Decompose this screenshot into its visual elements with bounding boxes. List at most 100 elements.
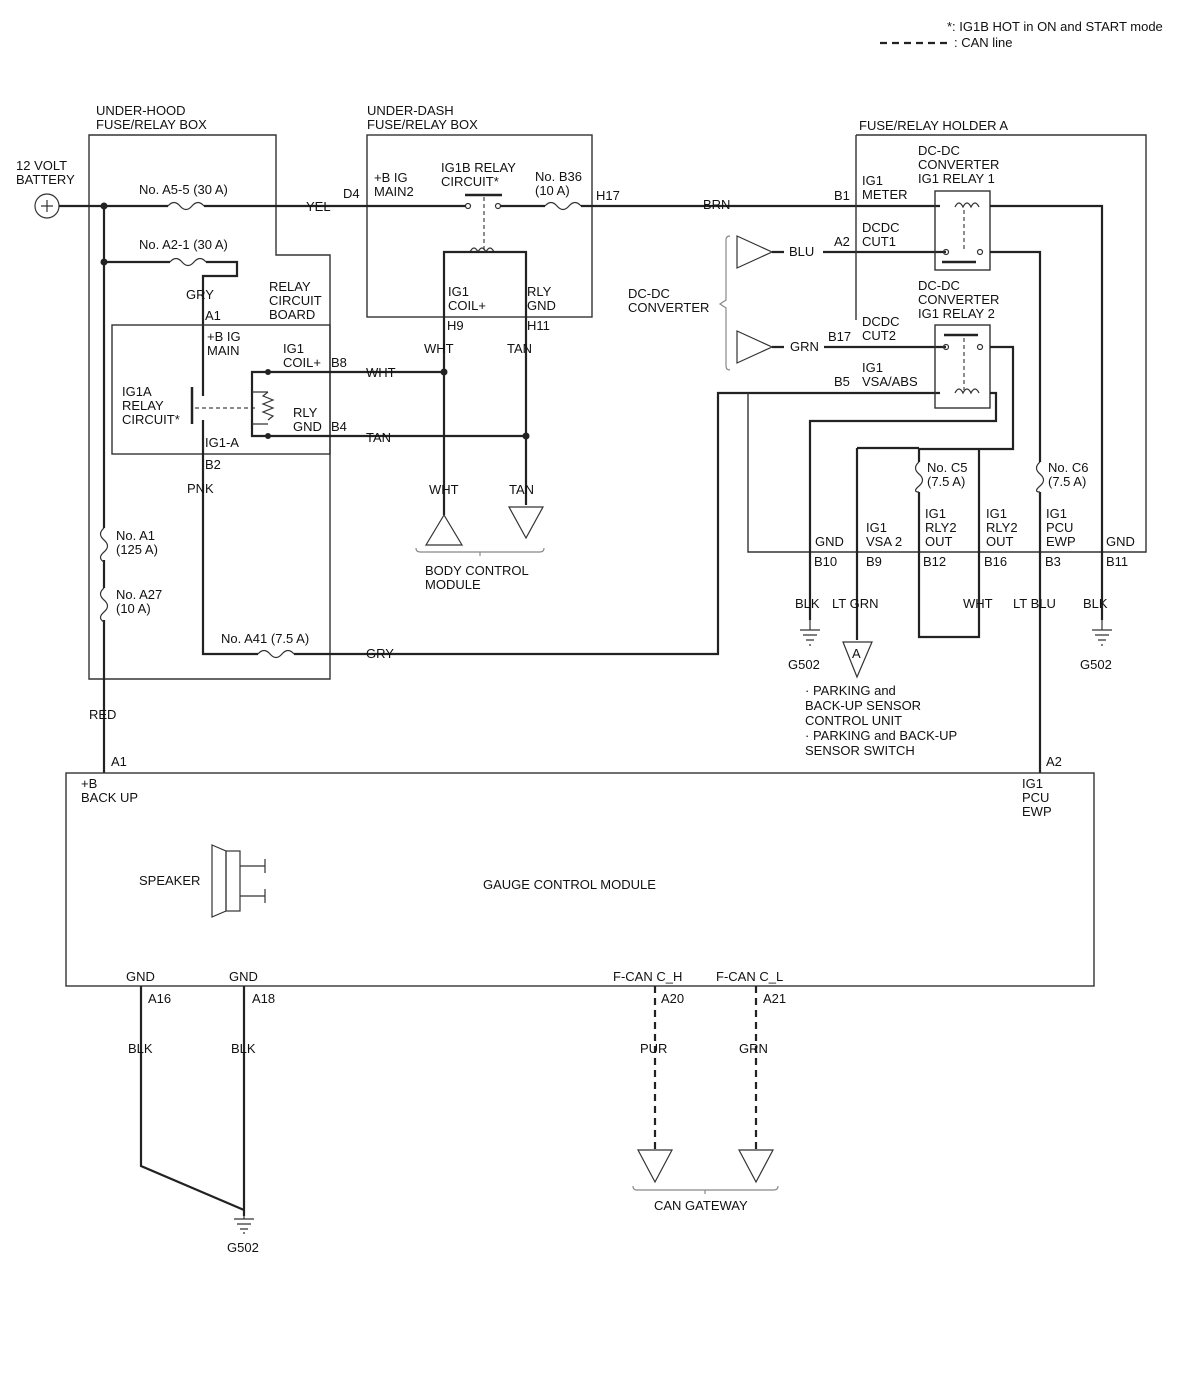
fuse-c6-label-1: No. C6 [1048,460,1088,475]
gauge-control-module: GAUGE CONTROL MODULE +B BACK UP A2 IG1 P… [65,754,1095,987]
wire-gry-a41 [294,391,940,656]
holder-title: FUSE/RELAY HOLDER A [859,118,1008,133]
term-b12-1: IG1 [925,506,946,521]
wire-gry-top-label: GRY [186,287,214,302]
fuse-a41-symbol [257,649,295,659]
relay1-box [934,190,991,271]
dcdc-converter: DC-DC CONVERTER [628,235,774,371]
term-b3-2: PCU [1046,520,1073,535]
term-rly-h11-2: GND [527,298,556,313]
bcm-label-2: MODULE [425,577,481,592]
wire-blk-b10-label: BLK [795,596,820,611]
term-ig1-meter-1: IG1 [862,173,883,188]
fuse-a27-label-2: (10 A) [116,601,151,616]
can-gateway-triangle-l [738,1149,774,1184]
pin-h11: H11 [527,318,550,333]
term-backup-1: +B [81,776,97,791]
ig1b-coil-frame [442,250,528,317]
wire-relay2-coil [808,391,998,620]
holder-outline [747,134,1147,553]
ground-icon-1 [800,620,820,646]
pin-b11: B11 [1106,554,1128,569]
relay1-contact-r [976,248,984,256]
wire-ltgrn-b9-label: LT GRN [832,596,878,611]
term-rly-h11-1: RLY [527,284,552,299]
term-big-main-2: MAIN [207,343,240,358]
wire-red-label: RED [89,707,116,722]
wire-wht-b8-label: WHT [366,365,396,380]
term-gcm-gnd-2: GND [229,969,258,984]
term-cut2-2: CUT2 [862,328,896,343]
relay2-label-3: IG1 RELAY 2 [918,306,995,321]
pin-b9: B9 [866,554,882,569]
wire-relay2-out [917,345,1015,462]
legend: *: IG1B HOT in ON and START mode : CAN l… [880,19,1163,50]
pin-b2: B2 [205,457,221,472]
fuse-c6-symbol [1035,461,1045,493]
term-cut1-2: CUT1 [862,234,896,249]
wire-b9 [855,446,919,640]
relay-board-label-3: BOARD [269,307,315,322]
under-dash-outline [366,134,593,318]
pin-b3: B3 [1045,554,1061,569]
term-gcm-pcu-1: IG1 [1022,776,1043,791]
term-ig1-meter-2: METER [862,187,908,202]
ground-g502-2: G502 [1080,657,1112,672]
relay2-label-2: CONVERTER [918,292,999,307]
wire-wht-h9-label: WHT [424,341,454,356]
wire-grn-dcdc-label: GRN [790,339,819,354]
fuse-a41-label: No. A41 (7.5 A) [221,631,309,646]
term-b3-3: EWP [1046,534,1076,549]
pin-a2-holder: A2 [834,234,850,249]
parking-line-4: · PARKING and BACK-UP [805,728,957,743]
term-coil-h9-1: IG1 [448,284,469,299]
fuse-b36-symbol [544,201,582,211]
fuse-a1-gap [99,528,109,560]
legend-can-label: : CAN line [954,35,1013,50]
relay1-label-1: DC-DC [918,143,960,158]
ig1a-coil-frame [250,370,330,438]
wire-blk-a16 [139,986,245,1212]
dcdc-label-2: CONVERTER [628,300,709,315]
pin-a1-board: A1 [205,308,221,323]
ground-g502-3: G502 [227,1240,259,1255]
wire-tan-b4-label: TAN [366,430,391,445]
under-hood-fuse-relay-box: UNDER-HOOD FUSE/RELAY BOX [88,103,331,680]
relay2-box [934,324,991,409]
wire-relay1-coil-out [990,204,1104,620]
junction-coil-bot [265,433,271,439]
battery-plus-sign [41,200,53,212]
relay2-contact-r [976,343,984,351]
pin-b4: B4 [331,419,347,434]
pin-h9: H9 [447,318,464,333]
fuse-a1-symbol [99,527,109,563]
term-gcm-pcu-3: EWP [1022,804,1052,819]
ig1b-contact-l [464,202,472,210]
bcm-label-1: BODY CONTROL [425,563,529,578]
term-b3-1: IG1 [1046,506,1067,521]
fuse-a5-5-symbol [167,201,205,211]
ig1a-label-2: RELAY [122,398,164,413]
pin-a2-gcm: A2 [1046,754,1062,769]
relay-circuit-board: RELAY CIRCUIT BOARD A1 +B IG MAIN IG1A R… [111,279,347,472]
under-hood-outline [88,134,331,680]
gcm-outline [65,772,1095,987]
term-ig1-coil-1: IG1 [283,341,304,356]
term-big-main-1: +B IG [207,329,241,344]
term-cut1-1: DCDC [862,220,900,235]
parking-line-5: SENSOR SWITCH [805,743,915,758]
connector-a-label: A [852,646,861,661]
pin-b12: B12 [923,554,946,569]
term-b16-3: OUT [986,534,1014,549]
term-big-main2-2: MAIN2 [374,184,414,199]
term-rly-gnd-1: RLY [293,405,318,420]
term-cut2-1: DCDC [862,314,900,329]
term-big-main2-1: +B IG [374,170,408,185]
term-b11-gnd: GND [1106,534,1135,549]
ig1a-label-3: CIRCUIT* [122,412,180,427]
wire-yel-label: YEL [306,199,331,214]
wire-pnk [201,454,258,656]
dcdc-bracket [718,235,731,371]
wire-pnk-label: PNK [187,481,214,496]
